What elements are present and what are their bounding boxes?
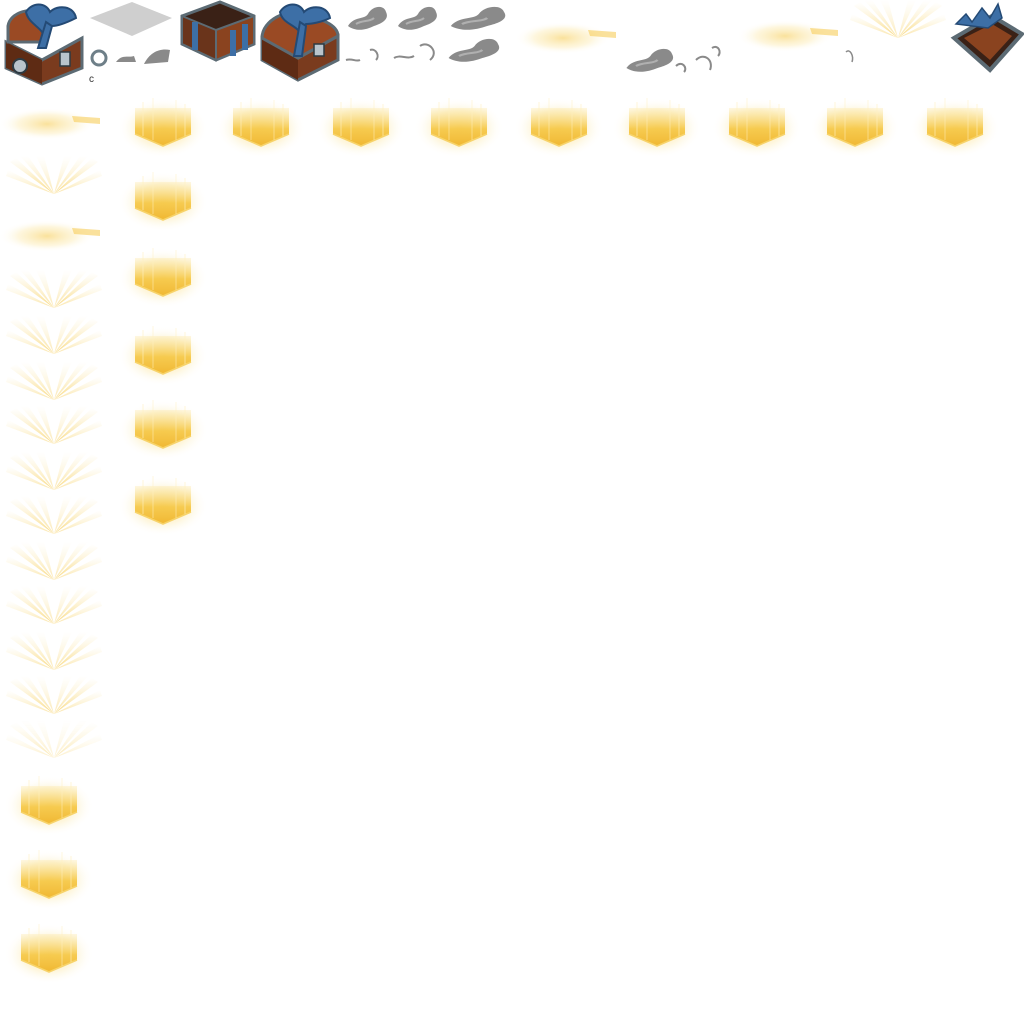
glowing-cube-icon [611,97,703,159]
treasure-chest-closed-icon [260,3,340,82]
light-burst-icon [850,0,946,38]
glowing-cube-icon [3,923,95,985]
glow-streak-icon [737,20,838,52]
light-burst-icon [6,452,102,490]
glowing-cube-icon [117,171,209,233]
light-burst-icon [6,362,102,400]
glowing-cube-icon [413,97,505,159]
glowing-cube-icon [809,97,901,159]
floor-tile-icon [90,2,172,36]
glow-streak-icon [0,220,100,252]
glowing-cube-icon [315,97,407,159]
light-burst-icon [6,632,102,670]
glowing-cube-icon [117,247,209,309]
light-burst-icon [6,586,102,624]
smoke-puff-icon [449,5,507,32]
smoke-puff-icon [397,5,438,31]
smoke-puff-icon [625,47,675,73]
glowing-cube-icon [117,97,209,159]
smoke-puff-icon [447,37,501,64]
glowing-cube-icon [215,97,307,159]
treasure-chest-open-icon [4,3,84,86]
glowing-cube-icon [3,775,95,837]
glowing-cube-icon [909,97,1001,159]
glowing-cube-icon [117,325,209,387]
light-burst-icon [6,270,102,308]
glowing-cube-icon [117,399,209,461]
glowing-cube-icon [117,475,209,537]
light-burst-icon [6,316,102,354]
smoke-wisp-icon [675,46,854,73]
chest-tilted-icon [950,2,1024,73]
glowing-cube-icon [513,97,605,159]
svg-text:c: c [89,74,94,85]
glow-streak-icon [0,108,100,140]
ring-icon: c [89,49,108,85]
glowing-cube-icon [711,97,803,159]
chest-frame-icon [180,0,256,62]
glow-streak-icon [515,22,616,54]
light-burst-icon [6,496,102,534]
smoke-wisp-icon [345,43,435,62]
light-burst-icon [6,720,102,758]
smoke-puff-icon [347,5,388,31]
light-burst-icon [6,406,102,444]
smoke-bit-icon [116,49,170,64]
light-burst-icon [6,676,102,714]
light-burst-icon [6,542,102,580]
light-burst-icon [6,156,102,194]
glowing-cube-icon [3,849,95,911]
